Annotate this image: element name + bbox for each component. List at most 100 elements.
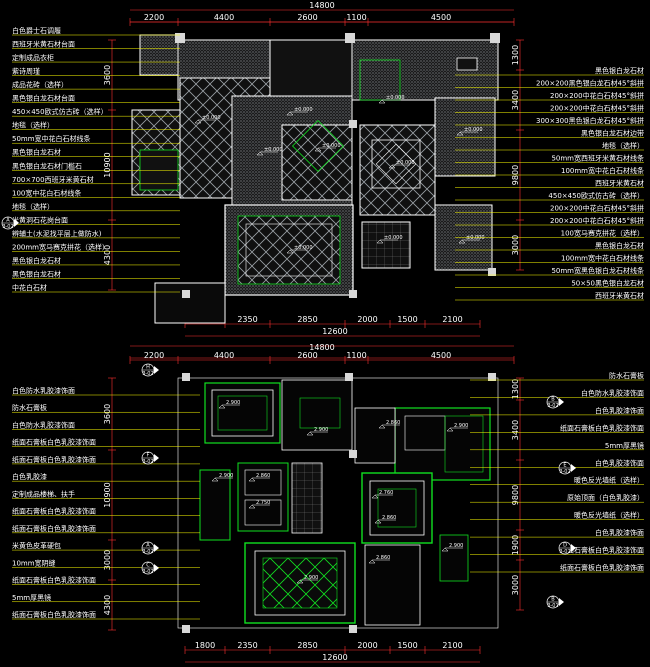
plan2-left-label: 白色防水乳胶漆饰面 bbox=[12, 386, 75, 395]
plan2-right-material-labels: 防水石膏板白色防水乳胶漆饰面白色乳胶漆饰面纸面石膏板白色乳胶漆饰面5mm厚黑镜白… bbox=[470, 371, 644, 573]
plan1-right-label: 200×200中花白石材45°斜拼 bbox=[550, 104, 644, 113]
plan2-left-dim: 4300 bbox=[103, 595, 112, 615]
plan2-section-letter: B bbox=[551, 597, 555, 603]
plan1-left-label: 200mm宽马赛克拼花（选样） bbox=[12, 242, 109, 251]
plan2-section-mark: C3-02 bbox=[141, 561, 159, 575]
plan2-right-label: 纸面石膏板白色乳胶漆饰面 bbox=[560, 563, 644, 572]
plan2-top-dim: 2200 bbox=[144, 351, 164, 360]
plan2-right-dim: 1900 bbox=[511, 535, 520, 555]
plan2-overall-dimension: 14800 bbox=[130, 343, 514, 359]
plan1-level: ±0.000 bbox=[322, 143, 341, 149]
plan2-top-dim: 4500 bbox=[431, 351, 451, 360]
plan2-left-label: 纸面石膏板白色乳胶漆饰面 bbox=[12, 524, 96, 533]
plan1-overall-dimension: 14800 bbox=[130, 1, 514, 23]
plan2-walls bbox=[177, 373, 499, 633]
plan2-left-label: 纸面石膏板白色乳胶漆饰面 bbox=[12, 610, 96, 619]
plan1-left-label: 地毯（选样） bbox=[12, 121, 54, 130]
plan1-left-label: 米黄洞石花岗台面 bbox=[12, 215, 68, 224]
plan1-right-label: 西班牙米黄石材 bbox=[595, 179, 644, 188]
plan2-section-sheet: 3-02 bbox=[142, 569, 153, 575]
plan1-top-dim: 4400 bbox=[214, 13, 234, 22]
plan2-section-sheet: 3-02 bbox=[142, 371, 153, 377]
plan2-right-label: 纸面石膏板白色乳胶漆饰面 bbox=[560, 423, 644, 432]
plan2-section-letter: D bbox=[563, 543, 567, 549]
plan2-overall-dim-label: 14800 bbox=[309, 343, 334, 352]
plan1-bottom-dim: 2000 bbox=[357, 315, 377, 324]
plan2-left-label: 白色防水乳胶漆饰面 bbox=[12, 420, 75, 429]
plan2-right-label: 白色乳胶漆饰面 bbox=[595, 458, 644, 467]
plan1-left-label: 紫诗周瑾 bbox=[12, 67, 40, 76]
plan2-top-dim: 1100 bbox=[346, 351, 366, 360]
plan2-level: 2.900 bbox=[219, 473, 233, 479]
plan2-bottom-dim: 2100 bbox=[442, 641, 462, 650]
plan2-right-label: 暖色反光墙纸（选样） bbox=[574, 476, 644, 485]
plan1-section-marks: A3-02 bbox=[1, 216, 19, 230]
plan1-level: ±0.000 bbox=[202, 115, 221, 121]
plan2-bottom-dim: 2850 bbox=[297, 641, 317, 650]
plan1-left-label: 黑色银白龙石材 bbox=[12, 148, 61, 157]
plan2-section-letter: E bbox=[563, 463, 566, 469]
plan1-level: ±0.000 bbox=[384, 235, 403, 241]
plan2-level: 2.900 bbox=[314, 427, 328, 433]
plan2-bottom-dim: 2350 bbox=[237, 641, 257, 650]
plan2-left-label: 白色乳胶漆 bbox=[12, 472, 47, 481]
plan1-left-label: 黑色银白龙石材 bbox=[12, 269, 61, 278]
plan2-level: 2.860 bbox=[256, 473, 270, 479]
plan1-right-label: 黑色银白龙石材边带 bbox=[581, 129, 644, 138]
plan2-left-dim: 3000 bbox=[103, 550, 112, 570]
plan1-right-label: 黑色银白龙石材 bbox=[595, 66, 644, 75]
plan1-level: ±0.000 bbox=[466, 235, 485, 241]
plan2-left-label: 定制成品楼梯、扶手 bbox=[12, 489, 75, 498]
plan1-room-levels: ±0.000 ±0.000 ±0.000 ±0.000 ±0.000 ±0.000 ±0.0… bbox=[194, 95, 485, 254]
plan2-left-label: 纸面石膏板白色乳胶漆饰面 bbox=[12, 438, 96, 447]
plan2-section-letter: C bbox=[146, 563, 150, 569]
plan1-level: ±0.000 bbox=[294, 107, 313, 113]
plan2-right-label: 纸面石膏板白色乳胶漆饰面 bbox=[560, 546, 644, 555]
plan2-left-label: 10mm宽阴缝 bbox=[12, 558, 56, 567]
plan2-right-label: 白色乳胶漆饰面 bbox=[595, 528, 644, 537]
plan1-bottom-dim: 2850 bbox=[297, 315, 317, 324]
plan1-right-dim: 1300 bbox=[511, 45, 520, 65]
plan1-level: ±0.000 bbox=[264, 147, 283, 153]
plan1-top-dim: 1100 bbox=[346, 13, 366, 22]
plan2-section-letter: F bbox=[147, 453, 150, 459]
plan1-left-label: 100宽中花白石材线条 bbox=[12, 188, 81, 197]
plan2-left-material-labels: 白色防水乳胶漆饰面防水石膏板白色防水乳胶漆饰面纸面石膏板白色乳胶漆饰面纸面石膏板… bbox=[12, 386, 200, 620]
plan2-right-label: 白色乳胶漆饰面 bbox=[595, 406, 644, 415]
plan1-left-label: 中花白石材 bbox=[12, 283, 47, 292]
plan1-walls bbox=[131, 33, 500, 324]
plan1-top-dim: 2600 bbox=[297, 13, 317, 22]
plan1-right-dim: 3000 bbox=[511, 235, 520, 255]
plan2-section-sheet: 3-02 bbox=[559, 549, 570, 555]
plan1-right-label: 100mm宽中花白石材线条 bbox=[561, 166, 644, 175]
plan1-left-label: 黑色银白龙石材门槛石 bbox=[12, 161, 82, 170]
plan2-section-mark: D3-02 bbox=[558, 541, 576, 555]
plan1-level: ±0.000 bbox=[386, 95, 405, 101]
plan2-right-label: 原始顶面（白色乳胶漆） bbox=[567, 493, 644, 502]
plan2-left-label: 米黄色皮革硬包 bbox=[12, 541, 61, 550]
plan2-section-mark: E3-02 bbox=[558, 461, 576, 475]
plan2-level: 2.860 bbox=[382, 515, 396, 521]
plan2-section-sheet: 3-02 bbox=[559, 469, 570, 475]
plan2-right-label: 防水石膏板 bbox=[609, 371, 644, 380]
plan2-section-mark: B3-01 bbox=[546, 595, 564, 609]
plan2-section-sheet: 3-02 bbox=[142, 549, 153, 555]
plan1-left-label: 黑色银白龙石材台面 bbox=[12, 94, 75, 103]
plan1-top-dim: 4500 bbox=[431, 13, 451, 22]
plan1-left-label: 黑色银白龙石材 bbox=[12, 256, 61, 265]
plan1-left-dim: 4300 bbox=[103, 245, 112, 265]
plan2-level: 2.900 bbox=[454, 423, 468, 429]
plan2-level: 2.900 bbox=[304, 575, 318, 581]
plan1-left-label: 西班牙米黄石材台面 bbox=[12, 40, 75, 49]
plan2-left-dim: 10900 bbox=[103, 482, 112, 507]
plan1-right-label: 200×200中花白石材45°斜拼 bbox=[550, 91, 644, 100]
plan2-section-letter: B bbox=[551, 397, 555, 403]
plan1-right-label: 200×200中花白石材45°斜拼 bbox=[550, 216, 644, 225]
plan2-right-dim: 1300 bbox=[511, 379, 520, 399]
